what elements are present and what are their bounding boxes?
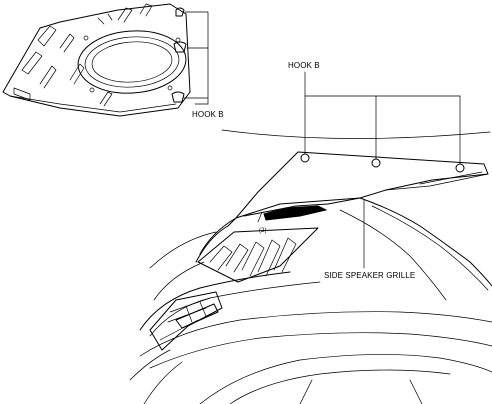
step-2-marker: (2) [259,228,267,234]
dashboard-main-view [129,71,492,404]
inset-grille-rear-view [2,3,209,117]
hook-b-inset-label: HOOK B [192,110,224,119]
hook-b-main-label: HOOK B [288,61,320,70]
side-speaker-grille-label: SIDE SPEAKER GRILLE [324,271,415,280]
